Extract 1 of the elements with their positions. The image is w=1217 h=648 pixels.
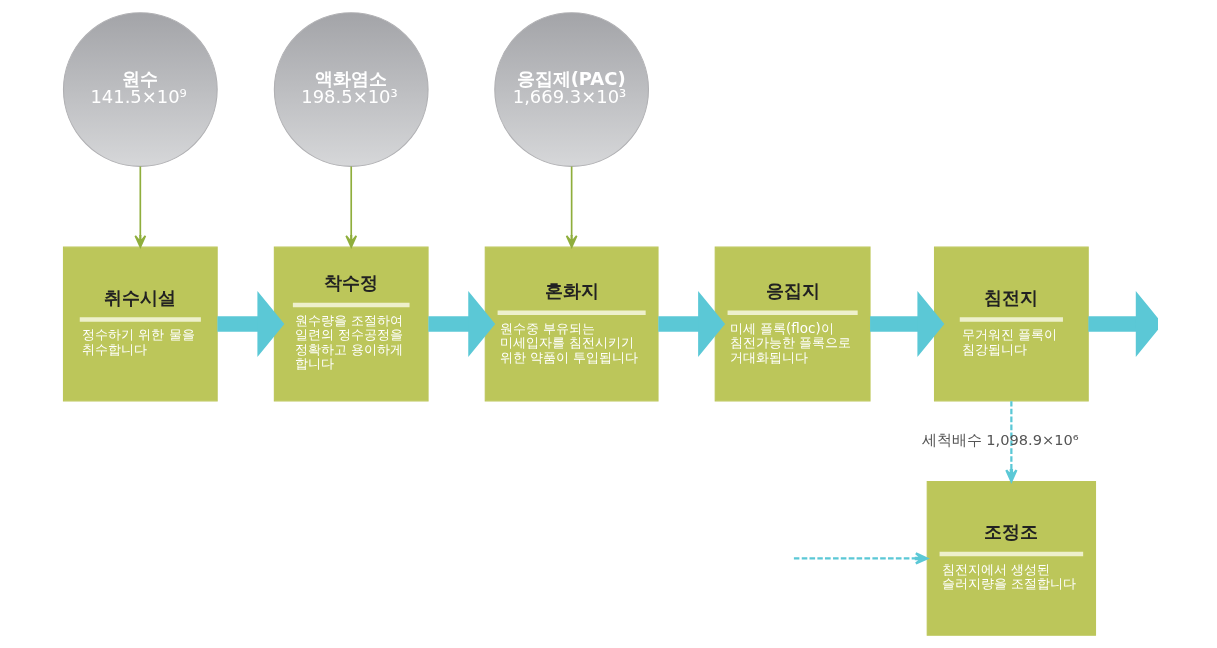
edge-label: 세척배수 1,098.9×10⁶ (921, 431, 1079, 449)
